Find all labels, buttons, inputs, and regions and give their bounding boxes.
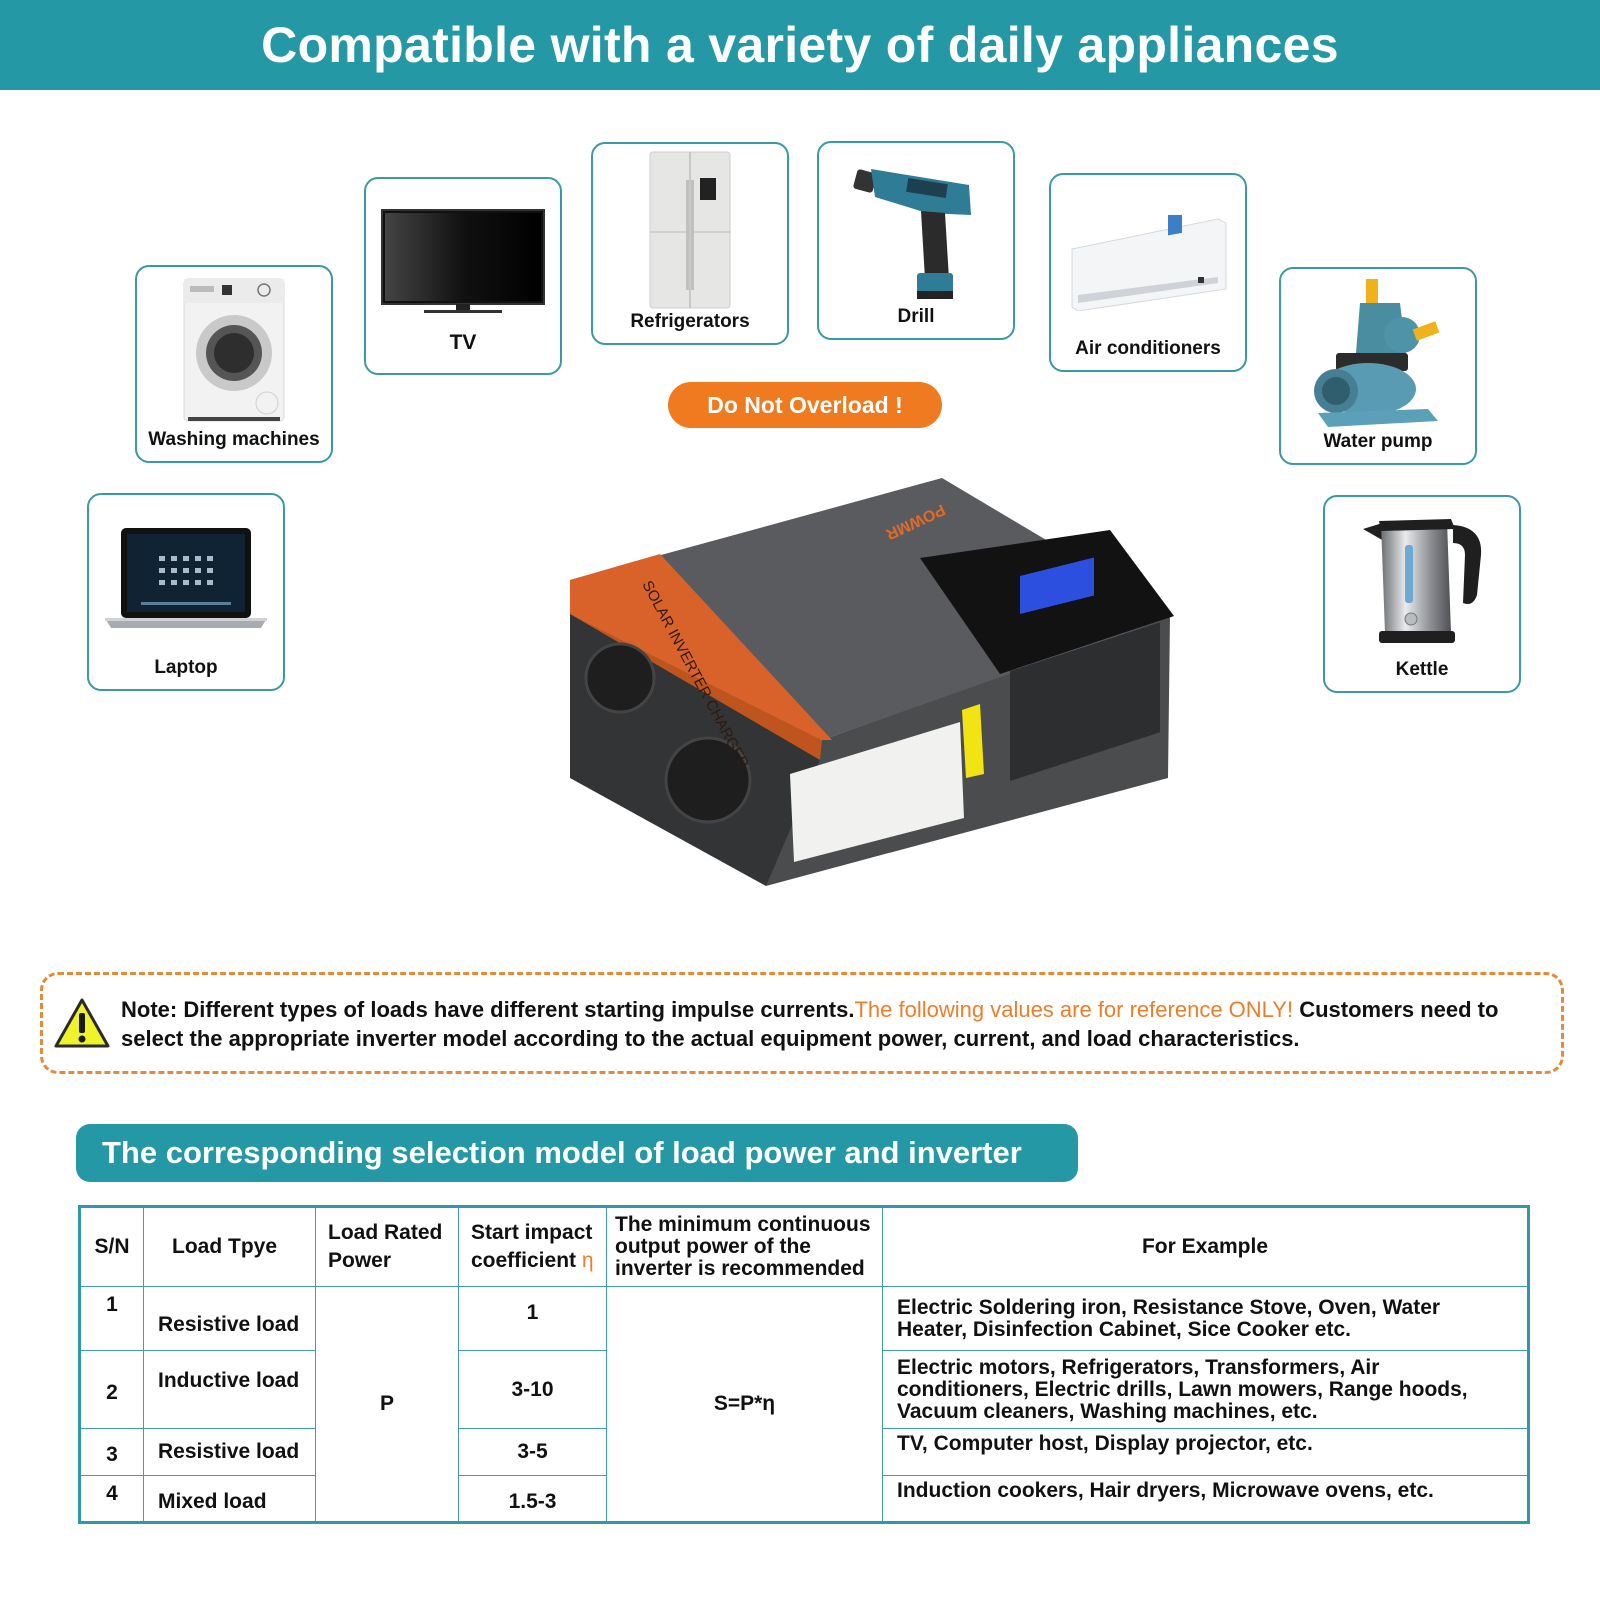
- note-text-tail: Customers need to select the appropriate…: [121, 997, 1499, 1051]
- appliance-card-washing-machine: Washing machines: [135, 265, 333, 463]
- inverter-product-image: SOLAR INVERTER CHARGER POWMR: [570, 478, 1178, 890]
- appliance-label: Water pump: [1323, 431, 1433, 452]
- appliance-card-tv: TV: [364, 177, 562, 375]
- cell-load-type: Resistive load: [143, 1428, 316, 1476]
- appliance-label: Refrigerators: [630, 311, 750, 332]
- appliance-card-kettle: Kettle: [1323, 495, 1521, 693]
- appliance-label: Air conditioners: [1075, 338, 1221, 359]
- appliance-label: Drill: [897, 306, 935, 327]
- appliance-card-drill: Drill: [817, 141, 1015, 340]
- cell-sn: 1: [79, 1286, 144, 1351]
- cell-example: Electric Soldering iron, Resistance Stov…: [882, 1286, 1529, 1351]
- header-sn: S/N: [79, 1206, 144, 1287]
- cell-coefficient: 3-10: [458, 1350, 607, 1429]
- kettle-icon: [1325, 511, 1519, 651]
- appliance-card-water-pump: Water pump: [1279, 267, 1477, 465]
- cell-sn: 2: [79, 1350, 144, 1429]
- water-pump-icon: [1281, 275, 1475, 427]
- cell-load-type: Inductive load: [143, 1350, 316, 1429]
- washing-machine-icon: [137, 275, 331, 425]
- appliance-label: Kettle: [1395, 659, 1449, 680]
- air-conditioner-icon: [1051, 205, 1245, 320]
- header-load-rated-power: Load Rated Power: [315, 1206, 459, 1287]
- cell-sn: 4: [79, 1475, 144, 1523]
- appliance-card-air-conditioner: Air conditioners: [1049, 173, 1247, 372]
- cell-load-type: Mixed load: [143, 1475, 316, 1523]
- header-start-impact-coefficient: Start impact coefficient η: [458, 1206, 607, 1287]
- note-highlight: The following values are for reference O…: [854, 997, 1287, 1022]
- table-row: 1 Resistive load P 1 S=P*η Electric Sold…: [79, 1286, 1529, 1523]
- header-banner: Compatible with a variety of daily appli…: [0, 0, 1600, 90]
- cell-example: TV, Computer host, Display projector, et…: [882, 1428, 1529, 1476]
- tv-icon: [366, 191, 560, 333]
- laptop-icon: [89, 509, 283, 647]
- cell-sn: 3: [79, 1428, 144, 1476]
- note-highlight-mark: !: [1286, 997, 1294, 1022]
- header-min-output: The minimum continuous output power of t…: [606, 1206, 883, 1287]
- page-title: Compatible with a variety of daily appli…: [261, 17, 1339, 73]
- selection-section-title: The corresponding selection model of loa…: [76, 1124, 1078, 1182]
- appliance-card-laptop: Laptop: [87, 493, 285, 691]
- cell-coefficient: 1: [458, 1286, 607, 1351]
- note-text: Note: Different types of loads have diff…: [121, 995, 1561, 1053]
- appliance-label: TV: [449, 331, 477, 354]
- cell-coefficient: 3-5: [458, 1428, 607, 1476]
- drill-icon: [819, 157, 1013, 304]
- cell-example: Electric motors, Refrigerators, Transfor…: [882, 1350, 1529, 1429]
- header-load-type: Load Tpye: [143, 1206, 316, 1287]
- cell-load-type: Resistive load: [143, 1286, 316, 1351]
- note-text-main: Note: Different types of loads have diff…: [121, 997, 855, 1022]
- appliance-label: Washing machines: [148, 429, 320, 450]
- refrigerator-icon: [593, 151, 787, 308]
- cell-load-power: P: [315, 1286, 459, 1523]
- table-header-row: S/N Load Tpye Load Rated Power Start imp…: [79, 1206, 1529, 1287]
- note-box: Note: Different types of loads have diff…: [40, 972, 1564, 1074]
- table-row: 4 Mixed load 1.5-3 Induction cookers, Ha…: [79, 1475, 1529, 1523]
- header-coef-text: Start impact coefficient: [471, 1221, 593, 1272]
- eta-symbol: η: [581, 1249, 594, 1272]
- cell-formula: S=P*η: [606, 1286, 883, 1523]
- cell-coefficient: 1.5-3: [458, 1475, 607, 1523]
- selection-table: S/N Load Tpye Load Rated Power Start imp…: [78, 1205, 1530, 1524]
- appliance-card-refrigerator: Refrigerators: [591, 142, 789, 345]
- appliance-label: Laptop: [154, 657, 218, 678]
- cell-example: Induction cookers, Hair dryers, Microwav…: [882, 1475, 1529, 1523]
- table-row: 3 Resistive load 3-5 TV, Computer host, …: [79, 1428, 1529, 1476]
- do-not-overload-badge: Do Not Overload !: [668, 382, 942, 428]
- header-for-example: For Example: [882, 1206, 1529, 1287]
- warning-triangle-icon: [53, 997, 111, 1049]
